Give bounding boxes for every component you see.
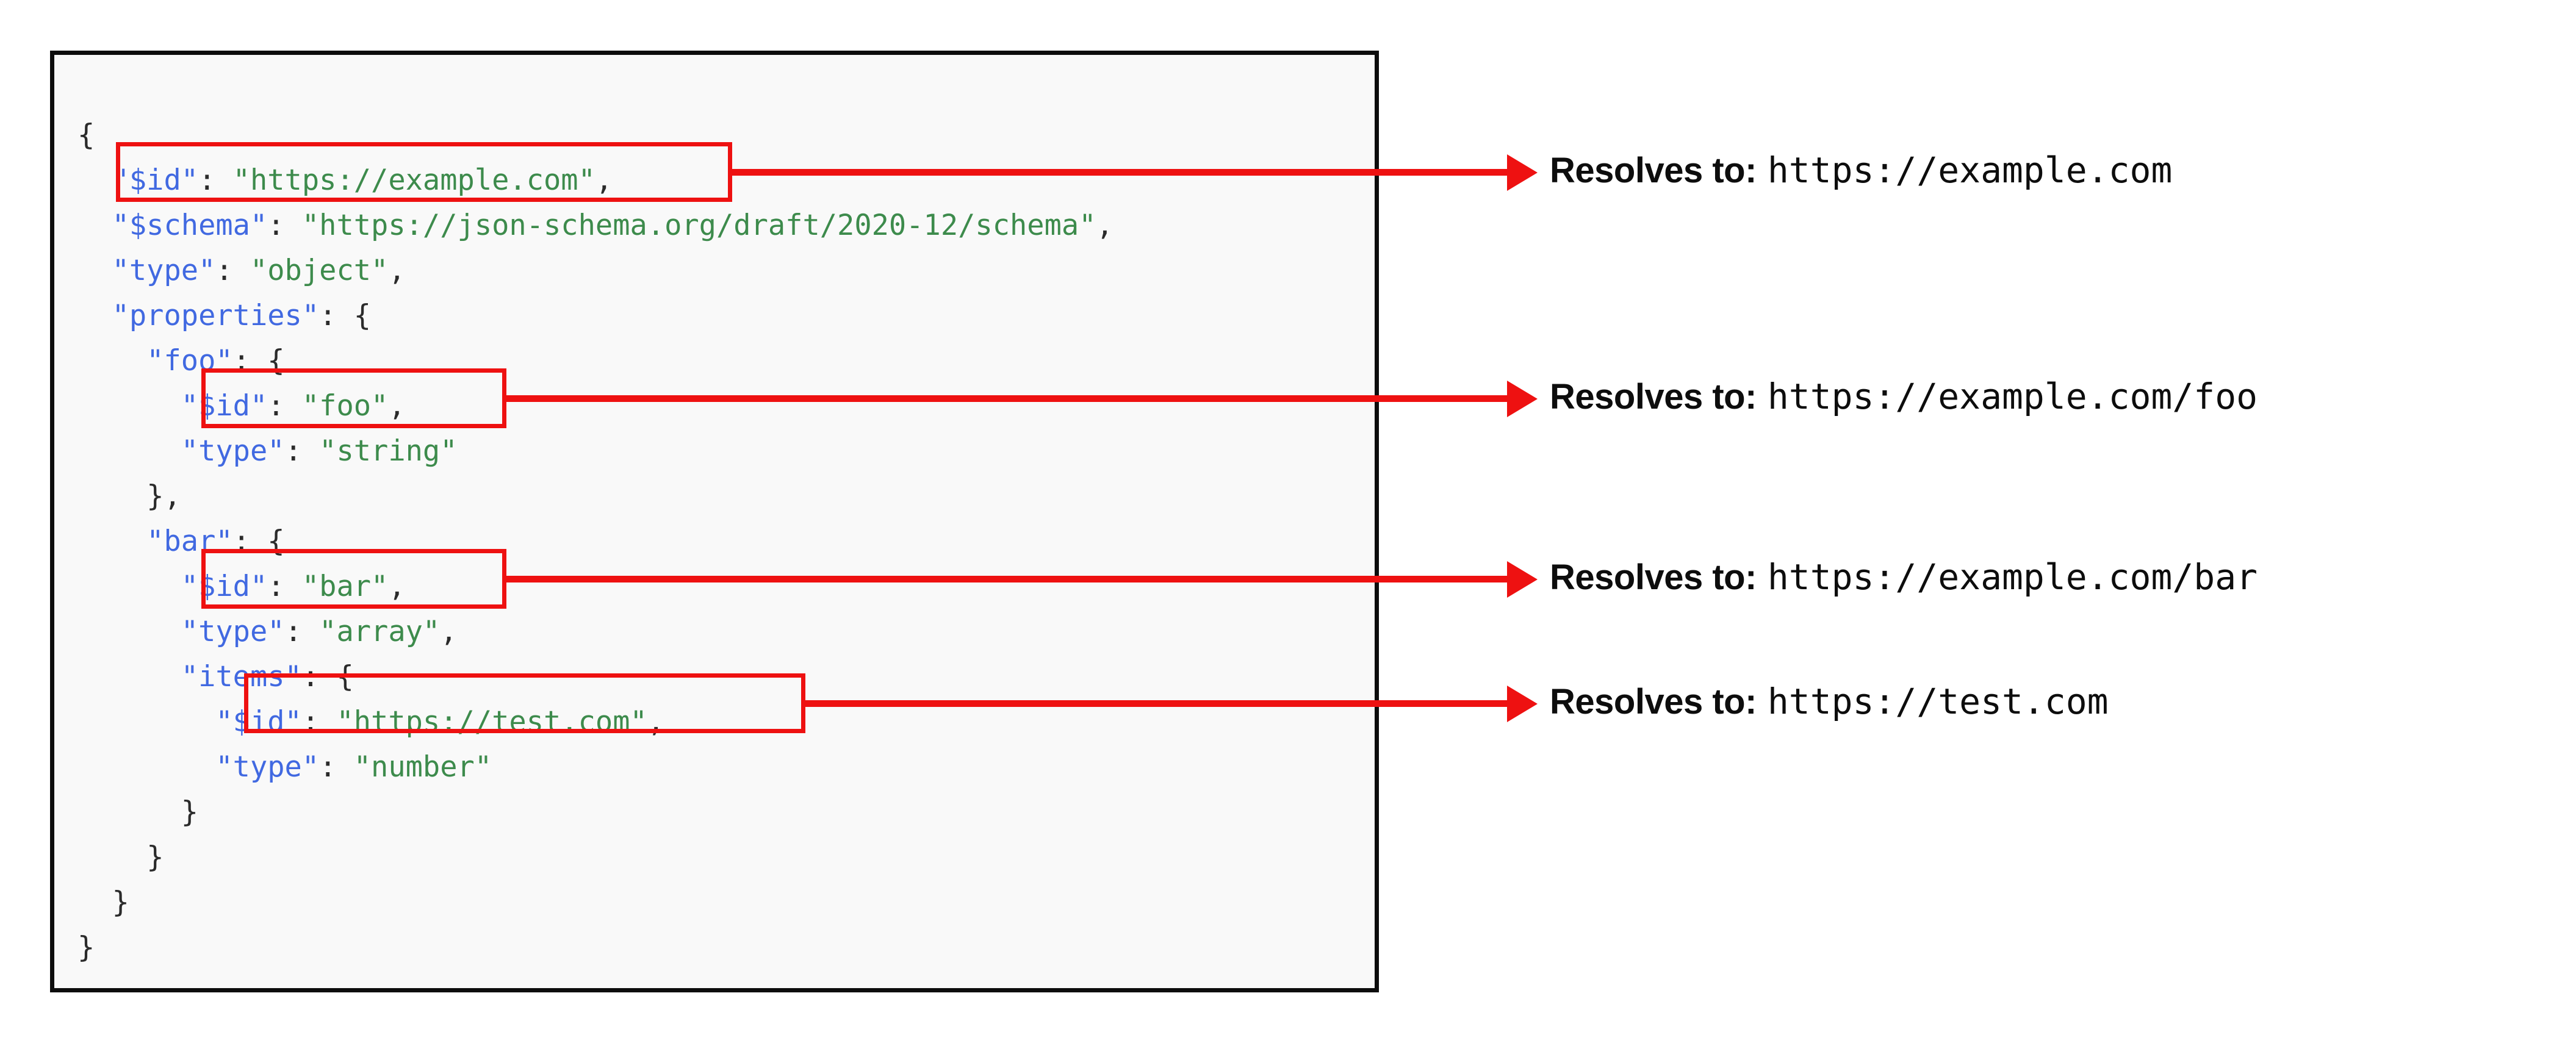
code-line-11-value: "bar"	[301, 570, 389, 603]
code-line-4-key: "type"	[112, 254, 216, 287]
arrow-head-3	[1507, 561, 1538, 598]
json-schema-code-panel: { "$id": "https://example.com", "$schema…	[50, 51, 1379, 992]
connector-line-3	[506, 576, 1513, 582]
comma-11: ,	[388, 570, 406, 603]
code-line-13-value: {	[336, 660, 354, 694]
code-line-13: "items": {	[77, 654, 1114, 700]
resolution-row-1: Resolves to: https://example.com	[1550, 149, 2172, 191]
code-line-12-value: "array"	[319, 615, 441, 648]
resolves-to-label-3: Resolves to:	[1550, 557, 1757, 597]
code-line-15-value: "number"	[353, 750, 492, 784]
code-line-7-key: "$id"	[181, 389, 268, 423]
resolves-to-label-1: Resolves to:	[1550, 151, 1757, 190]
code-line-16-text: }	[181, 795, 199, 829]
arrow-head-4	[1507, 686, 1538, 722]
code-line-18: }	[77, 880, 1114, 925]
connector-line-1	[732, 169, 1513, 176]
colon-14: :	[301, 705, 337, 739]
code-listing: { "$id": "https://example.com", "$schema…	[77, 113, 1114, 970]
colon-2: :	[198, 163, 233, 197]
code-line-7-value: "foo"	[301, 389, 389, 423]
code-line-16: }	[77, 790, 1114, 835]
code-line-19-text: }	[77, 931, 95, 964]
code-line-12: "type": "array",	[77, 609, 1114, 654]
code-line-5-value: {	[353, 299, 372, 332]
code-line-10-key: "bar"	[146, 525, 233, 558]
code-line-15: "type": "number"	[77, 745, 1114, 790]
code-line-15-key: "type"	[215, 750, 320, 784]
code-line-17: }	[77, 835, 1114, 880]
code-line-9: },	[77, 474, 1114, 519]
code-line-5: "properties": {	[77, 293, 1114, 339]
resolution-row-2: Resolves to: https://example.com/foo	[1550, 376, 2258, 417]
code-line-11: "$id": "bar",	[77, 564, 1114, 609]
connector-line-4	[805, 700, 1513, 707]
resolved-url-4: https://test.com	[1767, 681, 2109, 722]
colon-4: :	[215, 254, 250, 287]
code-line-1-text: {	[77, 118, 95, 152]
arrow-head-1	[1507, 154, 1538, 191]
code-line-6-key: "foo"	[146, 344, 233, 378]
code-line-6: "foo": {	[77, 339, 1114, 384]
comma-14: ,	[647, 705, 665, 739]
colon-13: :	[301, 660, 337, 694]
code-line-17-text: }	[146, 840, 164, 874]
resolves-to-label-2: Resolves to:	[1550, 377, 1757, 417]
resolved-url-1: https://example.com	[1767, 149, 2173, 191]
connector-line-2	[506, 395, 1513, 402]
comma-2: ,	[595, 163, 613, 197]
resolves-to-label-4: Resolves to:	[1550, 682, 1757, 722]
code-line-4-value: "object"	[250, 254, 389, 287]
code-line-18-text: }	[112, 886, 129, 919]
code-line-8-value: "string"	[319, 434, 458, 468]
code-line-8: "type": "string"	[77, 429, 1114, 474]
code-line-3-key: "$schema"	[112, 209, 268, 242]
code-line-7: "$id": "foo",	[77, 384, 1114, 429]
code-line-14-key: "$id"	[215, 705, 302, 739]
code-line-6-value: {	[267, 344, 285, 378]
colon-8: :	[284, 434, 320, 468]
code-line-10: "bar": {	[77, 519, 1114, 564]
resolved-url-2: https://example.com/foo	[1767, 376, 2258, 417]
resolved-url-3: https://example.com/bar	[1767, 556, 2258, 598]
resolution-row-3: Resolves to: https://example.com/bar	[1550, 556, 2258, 598]
colon-10: :	[232, 525, 268, 558]
comma-4: ,	[388, 254, 406, 287]
resolution-row-4: Resolves to: https://test.com	[1550, 681, 2109, 722]
code-line-2-value: "https://example.com"	[232, 163, 595, 197]
colon-7: :	[267, 389, 302, 423]
arrow-head-2	[1507, 381, 1538, 417]
code-line-8-key: "type"	[181, 434, 285, 468]
code-line-3-value: "https://json-schema.org/draft/2020-12/s…	[301, 209, 1096, 242]
code-line-14-value: "https://test.com"	[336, 705, 647, 739]
code-line-12-key: "type"	[181, 615, 285, 648]
colon-11: :	[267, 570, 302, 603]
code-line-19: }	[77, 925, 1114, 970]
comma-3: ,	[1096, 209, 1114, 242]
code-line-10-value: {	[267, 525, 285, 558]
colon-6: :	[232, 344, 268, 378]
code-line-13-key: "items"	[181, 660, 302, 694]
code-line-9-text: },	[146, 479, 181, 513]
colon-5: :	[319, 299, 354, 332]
colon-15: :	[319, 750, 354, 784]
code-line-2: "$id": "https://example.com",	[77, 158, 1114, 203]
code-line-2-key: "$id"	[112, 163, 199, 197]
colon-3: :	[267, 209, 302, 242]
code-line-3: "$schema": "https://json-schema.org/draf…	[77, 203, 1114, 248]
code-line-4: "type": "object",	[77, 248, 1114, 293]
code-line-1: {	[77, 113, 1114, 158]
comma-12: ,	[440, 615, 458, 648]
code-line-5-key: "properties"	[112, 299, 320, 332]
code-line-11-key: "$id"	[181, 570, 268, 603]
colon-12: :	[284, 615, 320, 648]
comma-7: ,	[388, 389, 406, 423]
